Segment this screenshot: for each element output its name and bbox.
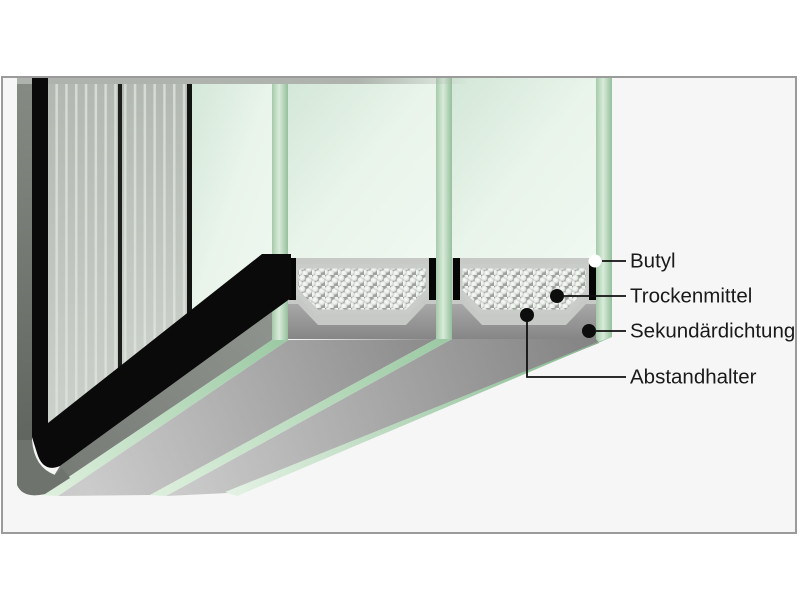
glass-front-faces xyxy=(192,78,612,343)
desiccant-fill xyxy=(457,263,591,315)
label-butyl: Butyl xyxy=(630,250,676,273)
cavity-face-2 xyxy=(452,78,596,258)
pane-separator-line xyxy=(118,78,122,369)
glass-pane-edge-3 xyxy=(596,78,612,343)
leader-abstandhalter xyxy=(526,315,626,378)
glass-face-left xyxy=(192,78,272,314)
floor-seal-1 xyxy=(58,339,436,496)
floor-glass-edge-1 xyxy=(42,340,288,496)
label-trockenmittel: Trockenmittel xyxy=(630,285,752,308)
cavity-face-1 xyxy=(288,78,436,258)
floor-seal-2 xyxy=(166,339,599,496)
glass-pane-edge-2 xyxy=(436,78,452,339)
desiccant-fill xyxy=(293,263,431,315)
floor-edge-seal-band xyxy=(42,298,291,495)
butyl-marker-dot xyxy=(588,254,602,268)
trockenmittel-marker-dot xyxy=(550,289,564,303)
leader-lines xyxy=(526,260,626,378)
butyl-seal-bar xyxy=(429,258,436,300)
secondary-seal-front xyxy=(452,304,596,339)
abstandhalter-marker-dot xyxy=(520,308,534,322)
floor-glass-edge-3 xyxy=(225,337,612,496)
floor-glass-edge-2 xyxy=(150,339,452,496)
bottom-cut-face xyxy=(42,298,612,496)
label-abstandhalter: Abstandhalter xyxy=(630,366,757,389)
secondary-seal-front xyxy=(288,304,436,339)
sekundaerdichtung-marker-dot xyxy=(582,324,596,338)
spacer-assembly-2 xyxy=(452,258,596,339)
butyl-seal-bar xyxy=(453,258,460,300)
label-sekundaerdichtung: Sekundärdichtung xyxy=(630,320,795,343)
outer-edge-band-corner xyxy=(17,440,70,496)
outer-edge-band xyxy=(17,78,32,446)
spacer-assembly-1 xyxy=(288,258,436,339)
butyl-seal-bar xyxy=(589,258,596,300)
butyl-seal-bar xyxy=(289,258,296,300)
top-cut-band xyxy=(17,78,467,84)
hatched-section-panels xyxy=(48,78,192,423)
glass-edge-line xyxy=(187,78,192,317)
primary-seal-black-band xyxy=(32,78,291,468)
